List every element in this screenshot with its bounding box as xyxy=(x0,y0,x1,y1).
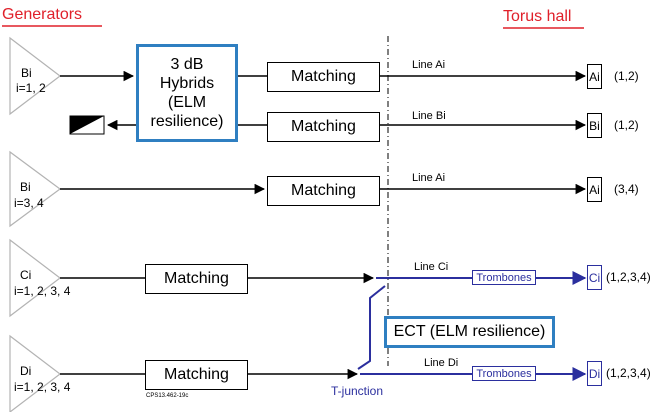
matching-box-row1: Matching xyxy=(267,62,380,92)
hybrid-line-3: (ELM xyxy=(167,94,207,111)
generator-triangle-4 xyxy=(9,334,61,412)
generator-2-range: i=3, 4 xyxy=(14,196,44,210)
generator-4-range: i=1, 2, 3, 4 xyxy=(14,380,71,394)
generator-1-name: Bi xyxy=(21,66,32,80)
hybrid-line-4: resilience) xyxy=(150,113,224,130)
hybrid-box: 3 dB Hybrids (ELM resilience) xyxy=(136,44,238,142)
terminal-index-row3: (3,4) xyxy=(614,182,639,196)
hybrid-line-1: 3 dB xyxy=(170,56,204,73)
generator-3-name: Ci xyxy=(20,268,32,282)
terminal-row3: Ai xyxy=(587,177,602,202)
generator-triangle-2 xyxy=(9,150,62,228)
line-label-row5: Line Di xyxy=(424,357,459,369)
terminal-index-row5: (1,2,3,4) xyxy=(606,366,651,380)
terminal-row1: Ai xyxy=(587,64,602,89)
line-label-row4: Line Ci xyxy=(414,261,449,273)
torus-hall-header: Torus hall xyxy=(503,8,572,25)
line-label-row2: Line Bi xyxy=(412,110,446,122)
generators-header: Generators xyxy=(2,6,83,23)
ect-box: ECT (ELM resilience) xyxy=(384,316,555,348)
trombones-box-row5: Trombones xyxy=(472,366,536,381)
hybrid-line-2: Hybrids xyxy=(159,75,215,92)
terminal-row5: Di xyxy=(587,361,602,386)
generator-4-name: Di xyxy=(20,364,32,378)
generator-triangle-1 xyxy=(9,36,61,116)
terminal-index-row4: (1,2,3,4) xyxy=(606,270,651,284)
generator-3-range: i=1, 2, 3, 4 xyxy=(14,284,71,298)
matching-box-row5: Matching xyxy=(145,360,248,390)
generator-triangle-3 xyxy=(9,238,61,318)
terminal-row2: Bi xyxy=(587,113,602,138)
figure-code-label: CPS13.462-19c xyxy=(146,393,189,399)
terminal-index-row1: (1,2) xyxy=(614,69,639,83)
generator-1-range: i=1, 2 xyxy=(16,81,46,95)
trombones-box-row4: Trombones xyxy=(472,270,536,285)
generator-2-name: Bi xyxy=(20,180,31,194)
matching-box-row4: Matching xyxy=(145,264,248,294)
t-junction-label: T-junction xyxy=(331,384,384,398)
matching-box-row3: Matching xyxy=(267,176,380,206)
line-label-row1: Line Ai xyxy=(412,59,446,71)
dummy-load-fill xyxy=(70,116,104,134)
terminal-index-row2: (1,2) xyxy=(614,118,639,132)
line-label-row3: Line Ai xyxy=(412,172,446,184)
matching-box-row2: Matching xyxy=(267,112,380,142)
terminal-row4: Ci xyxy=(587,265,602,290)
ect-t-junction-line xyxy=(357,285,386,370)
